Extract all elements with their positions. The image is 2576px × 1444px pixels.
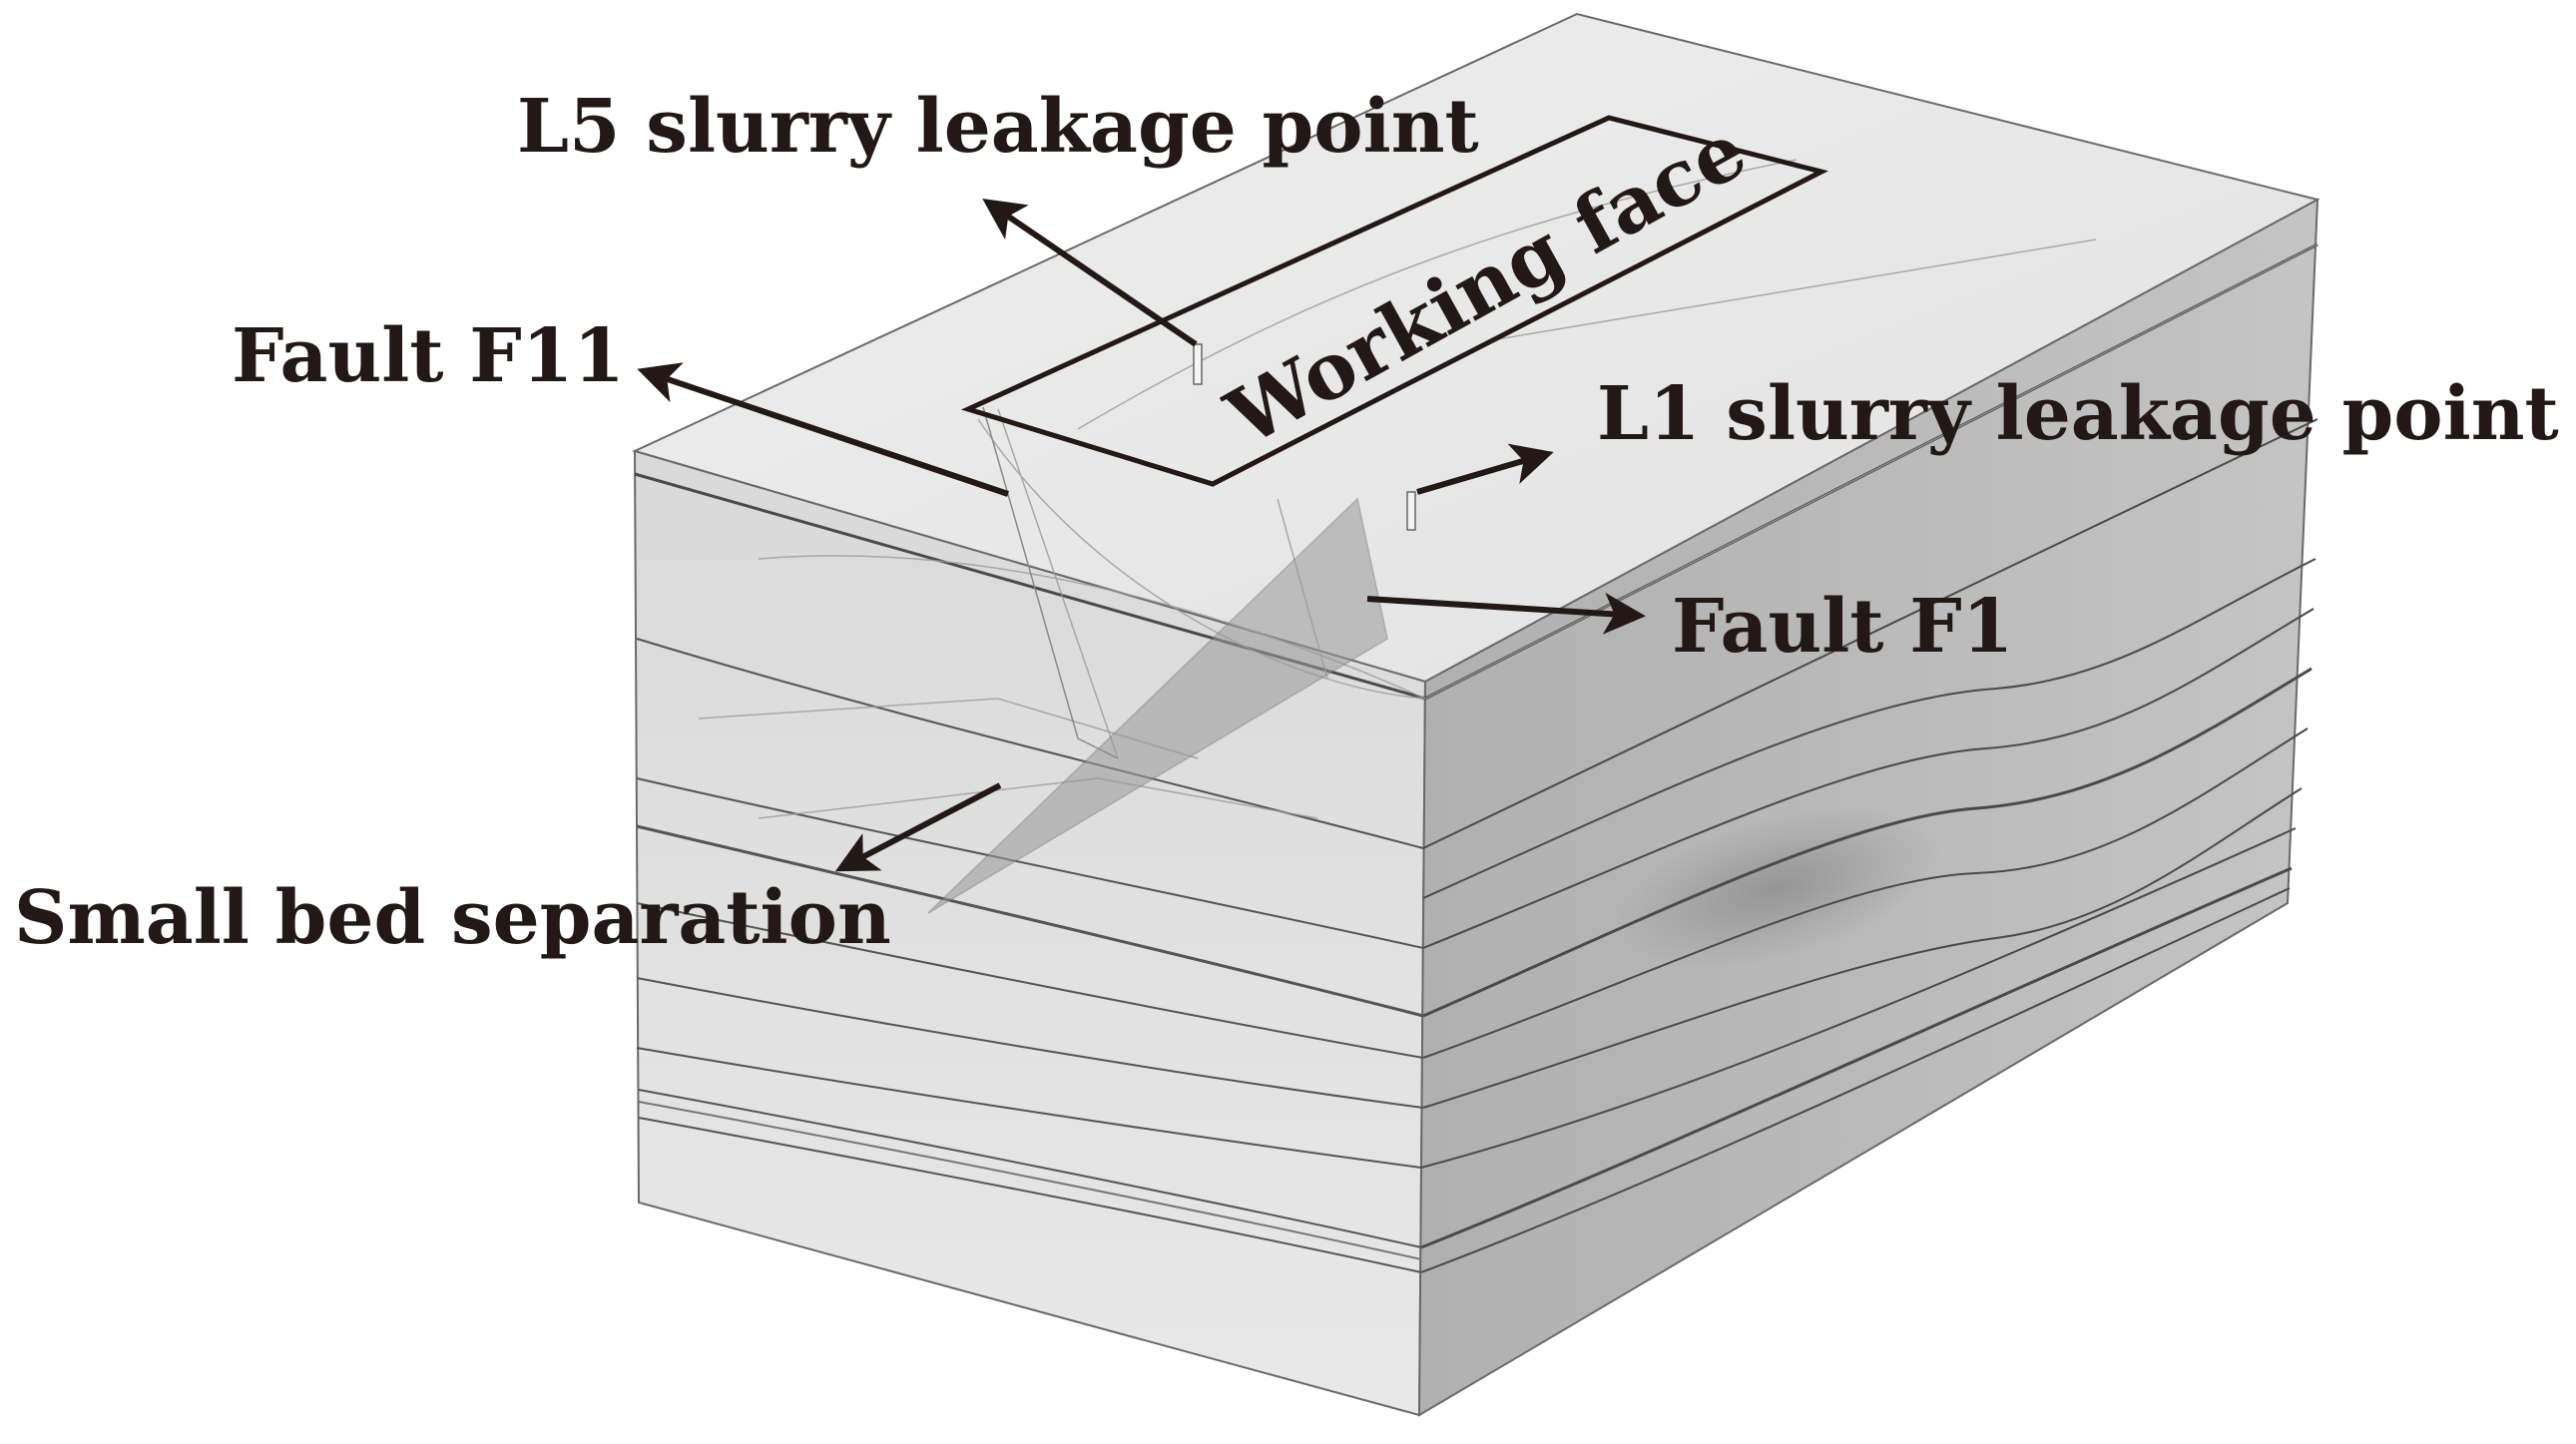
fault-f1-arrow [1366, 592, 1646, 635]
front-strata [636, 638, 1424, 1273]
bed-separation-label: Small bed separation [14, 875, 891, 961]
rock-block [632, 12, 2320, 1417]
block-side-face [1417, 198, 2319, 1417]
side-strata [1420, 418, 2318, 1273]
l5-borehole [1193, 343, 1203, 385]
fault-f1-plane [927, 497, 1388, 914]
fault-f11-label: Fault F11 [232, 313, 625, 399]
l1-arrow [1416, 443, 1554, 495]
bed-separation-arrow [834, 782, 1002, 872]
annotation-arrows [637, 199, 1646, 872]
shadow-zone [1611, 807, 1942, 969]
l1-borehole [1406, 491, 1416, 531]
fault-f11-arrow [637, 362, 1009, 497]
l5-leakage-point-label: L5 slurry leakage point [517, 84, 1479, 170]
l5-arrow [982, 199, 1198, 347]
fault-f11-trace [982, 406, 1119, 759]
working-face-outline [960, 115, 1829, 487]
fault-f1-label: Fault F1 [1672, 584, 2013, 670]
l1-leakage-point-label: L1 slurry leakage point [1597, 371, 2559, 457]
